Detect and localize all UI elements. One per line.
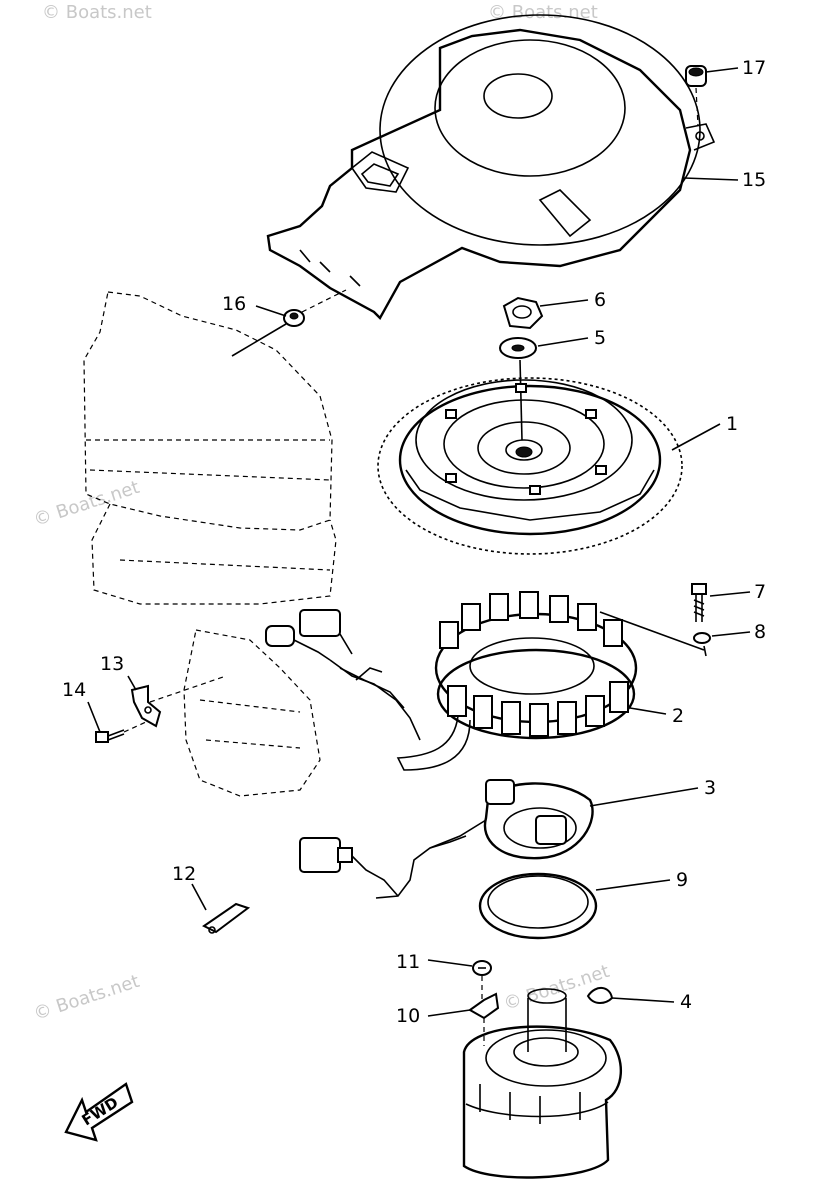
callout-17: 17 [742, 57, 766, 79]
flywheel-part [377, 377, 683, 555]
forward-direction-arrow: FWD [64, 1082, 134, 1142]
clamp-part [468, 992, 500, 1046]
stator-bolt-part [691, 583, 707, 622]
callout-11: 11 [396, 951, 420, 973]
callout-1: 1 [726, 413, 738, 435]
callout-15: 15 [742, 169, 766, 191]
callout-2: 2 [672, 705, 684, 727]
callout-8: 8 [754, 621, 766, 643]
watermark: © Boats.net [31, 971, 142, 1025]
grommet-small-part [231, 289, 347, 357]
callout-labels: 17 15 16 6 5 1 7 8 2 13 14 3 9 12 11 4 1… [62, 57, 766, 1027]
watermark: © Boats.net [31, 477, 142, 531]
retaining-ring-part [478, 872, 598, 940]
crankcase-part [462, 988, 623, 1179]
bracket-screw-part [95, 721, 147, 743]
callout-5: 5 [594, 327, 606, 349]
bracket-part [130, 675, 227, 728]
stator-connector-part [265, 609, 421, 741]
grommet-part [685, 65, 707, 127]
watermark: © Boats.net [501, 961, 612, 1015]
callout-7: 7 [754, 581, 766, 603]
flywheel-cover-part [266, 14, 716, 320]
callout-16: 16 [222, 293, 246, 315]
watermark: © Boats.net [488, 2, 598, 23]
callout-9: 9 [676, 869, 688, 891]
stator-washer-part [599, 611, 711, 657]
callout-10: 10 [396, 1005, 420, 1027]
clamp-screw-part [472, 960, 492, 1000]
callout-6: 6 [594, 289, 606, 311]
woodruff-key-part [586, 987, 614, 1004]
callout-12: 12 [172, 863, 196, 885]
pulser-coil-part [299, 779, 594, 899]
watermark: © Boats.net [42, 2, 152, 23]
engine-phantom-outline [83, 291, 337, 797]
callout-4: 4 [680, 991, 692, 1013]
stator-part [396, 591, 638, 771]
callout-3: 3 [704, 777, 716, 799]
wire-clamp-part [202, 902, 251, 934]
flywheel-washer-part [499, 337, 537, 441]
callout-leaders [87, 67, 751, 1017]
flywheel-nut-part [502, 296, 544, 330]
callout-13: 13 [100, 653, 124, 675]
callout-14: 14 [62, 679, 86, 701]
